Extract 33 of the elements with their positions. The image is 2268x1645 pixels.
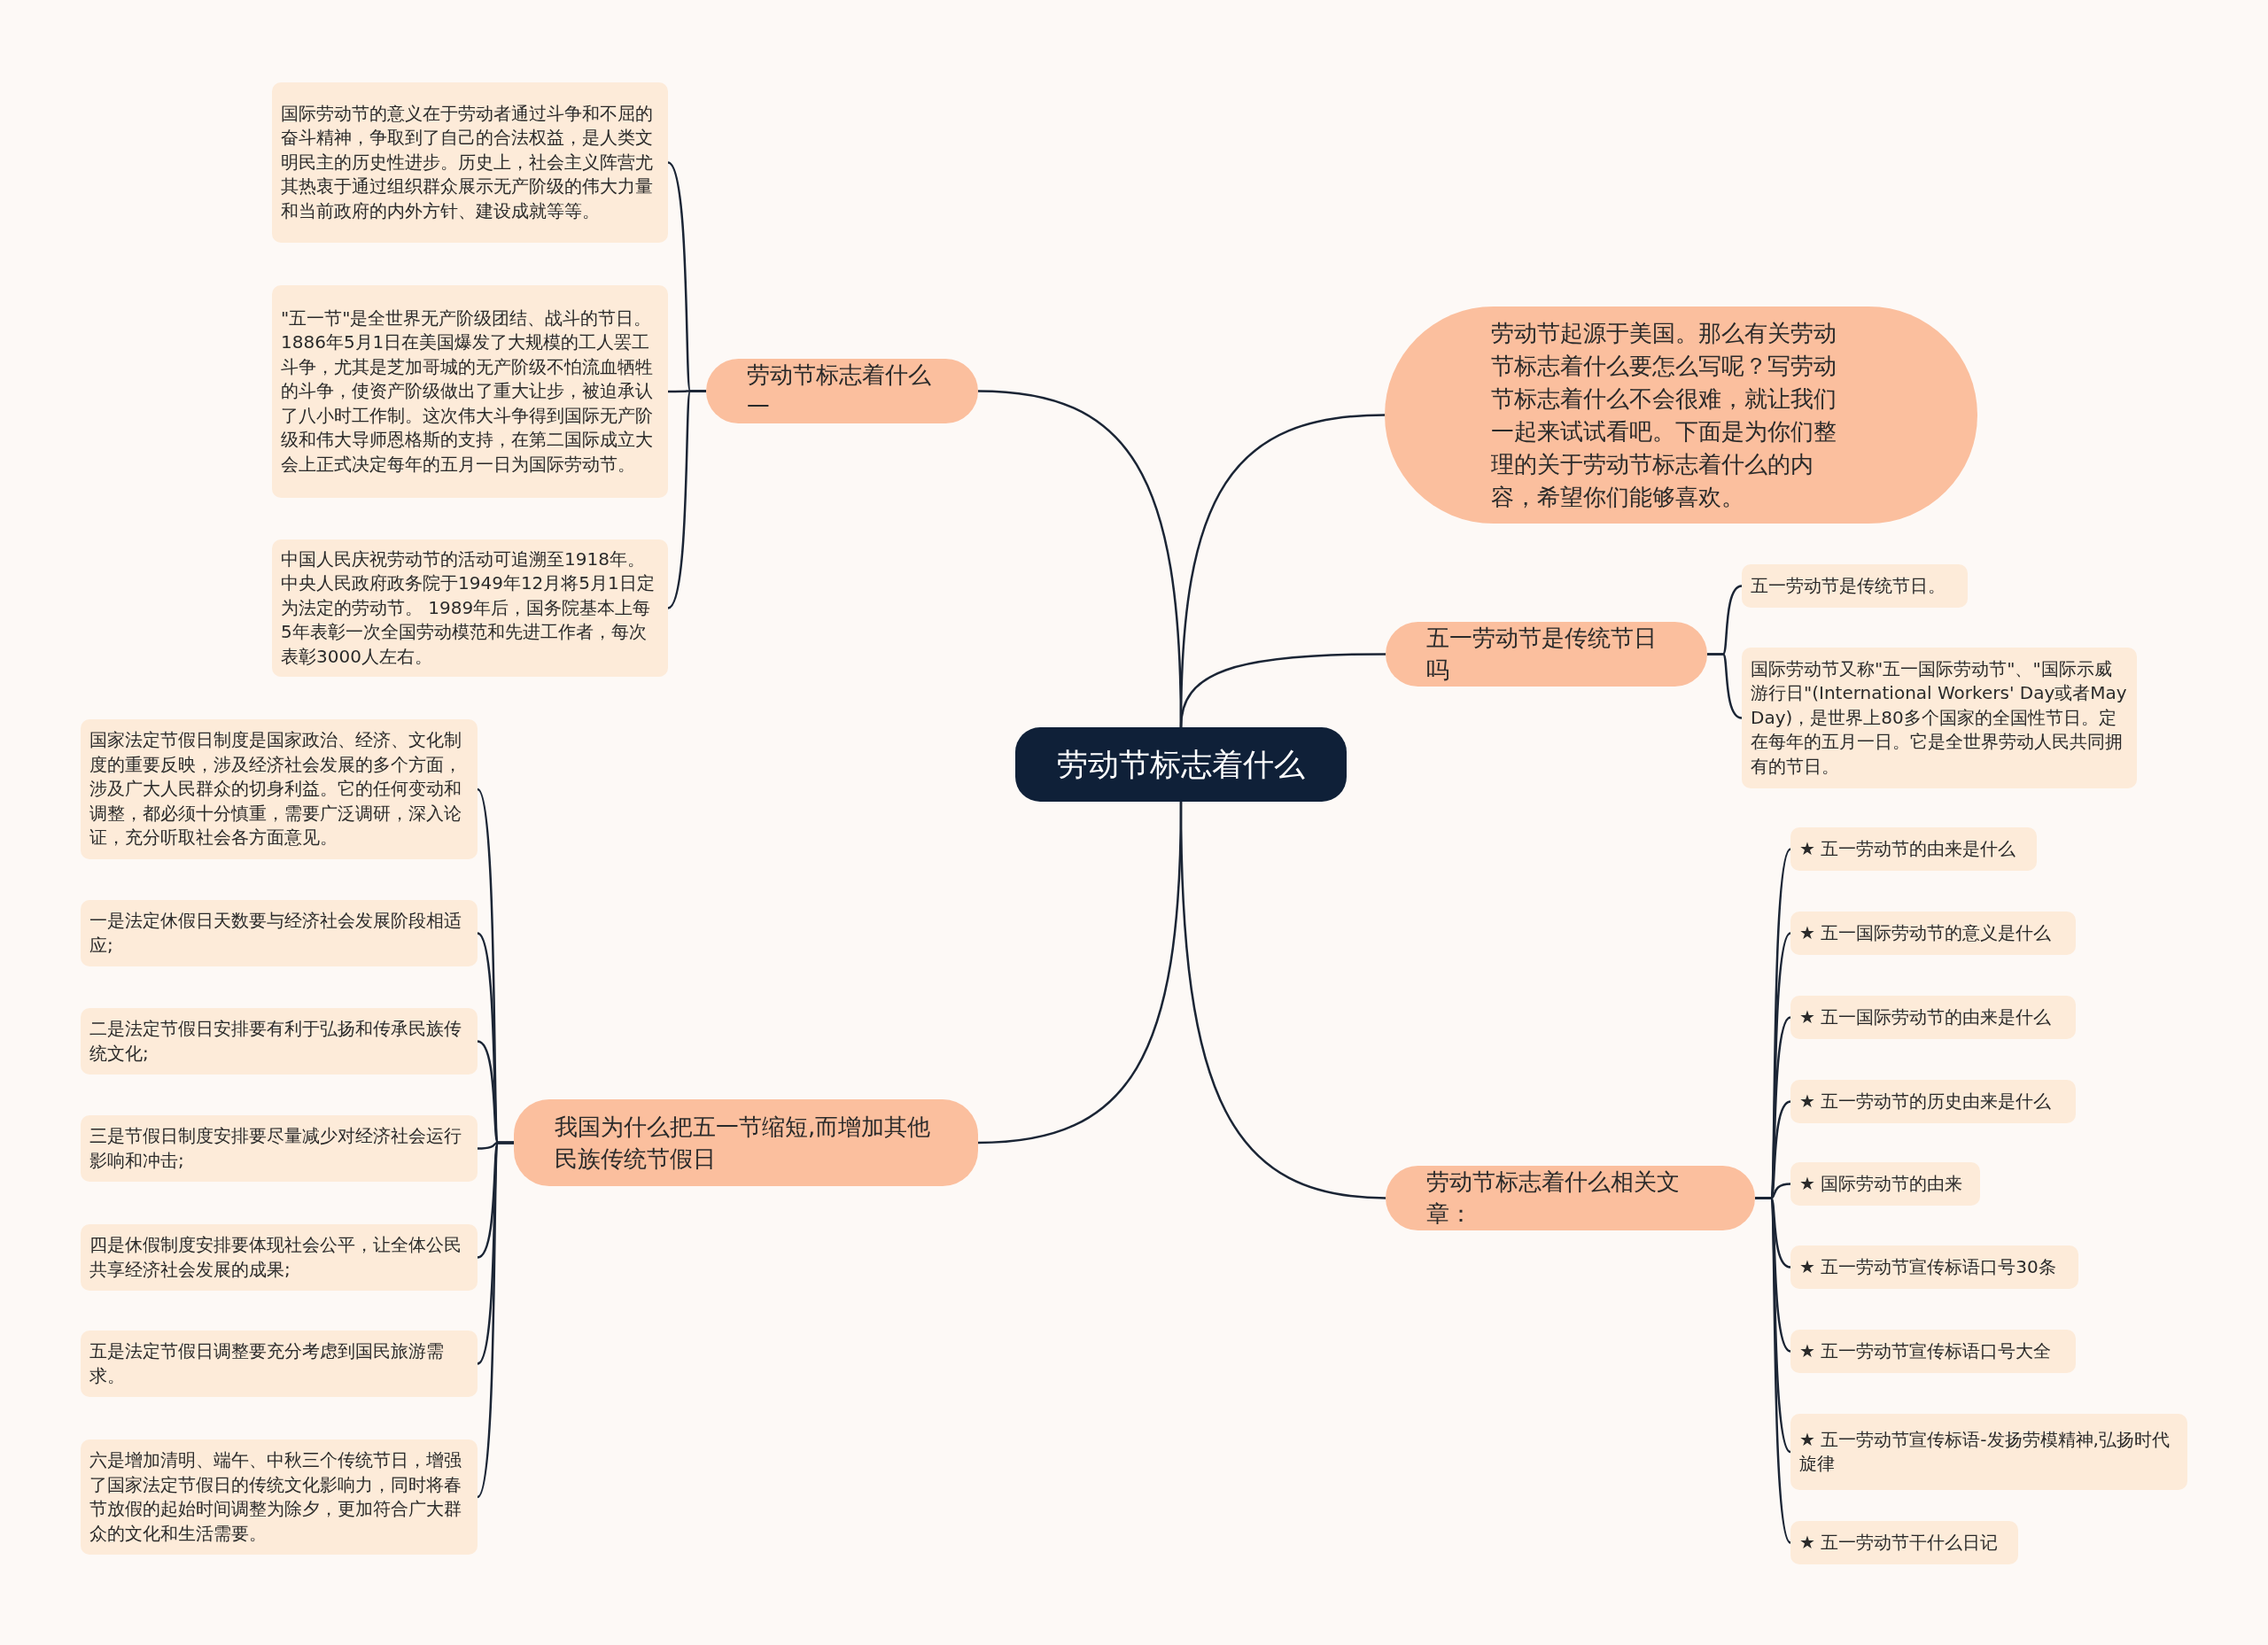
topic-pill: 劳动节标志着什么相关文章： — [1386, 1166, 1755, 1230]
connector-line — [977, 390, 1183, 728]
note-card: ★ 五一劳动节宣传标语口号大全 — [1790, 1330, 2076, 1373]
note-card: 六是增加清明、端午、中秋三个传统节日，增强了国家法定节假日的传统文化影响力，同时将春节放假的起始时间调整为除夕，更加符合广大群众的文化和生活需要。 — [81, 1439, 478, 1555]
note-card: ★ 五一国际劳动节的意义是什么 — [1790, 912, 2076, 955]
note-card: ★ 五一国际劳动节的由来是什么 — [1790, 996, 2076, 1039]
note-card: ★ 五一劳动节宣传标语口号30条 — [1790, 1245, 2078, 1289]
note-card: ★ 国际劳动节的由来 — [1790, 1162, 1980, 1206]
topic-pill: 劳动节标志着什么一 — [706, 359, 978, 423]
note-card: 国际劳动节的意义在于劳动者通过斗争和不屈的奋斗精神，争取到了自己的合法权益，是人类文明民主的历史性进步。历史上，社会主义阵营尤其热衷于通过组织群众展示无产阶级的伟大力量和当前政府的内外方针、建设成就等等。 — [272, 82, 668, 243]
note-card: ★ 五一劳动节的由来是什么 — [1790, 827, 2037, 871]
connector-line — [1707, 653, 1743, 719]
connector-line — [1755, 1197, 1792, 1544]
connector-line — [667, 390, 706, 609]
note-card: 中国人民庆祝劳动节的活动可追溯至1918年。中央人民政府政务院于1949年12月将5月1日定为法定的劳动节。 1989年后，国务院基本上每5年表彰一次全国劳动模范和先进工作者，每次表彰3000人左右。 — [272, 539, 668, 677]
note-card: 国家法定节假日制度是国家政治、经济、文化制度的重要反映，涉及经济社会发展的多个方面，涉及广大人民群众的切身利益。它的任何变动和调整，都必须十分慎重，需要广泛调研，深入论证，充分听取社会各方面意见。 — [81, 719, 478, 859]
note-card: 国际劳动节又称"五一国际劳动节"、"国际示威游行日"(International Workers' Day或者May Day)，是世界上80多个国家的全国性节日。定在每年的五月一日。它是全世界劳动人民共同拥有的节日。 — [1742, 648, 2137, 788]
note-card: 二是法定节假日安排要有利于弘扬和传承民族传统文化; — [81, 1008, 478, 1075]
central-topic: 劳动节标志着什么 — [1015, 727, 1347, 802]
note-card: 四是休假制度安排要体现社会公平，让全体公民共享经济社会发展的成果; — [81, 1224, 478, 1291]
note-card: 一是法定休假日天数要与经济社会发展阶段相适应; — [81, 900, 478, 966]
note-card: ★ 五一劳动节的历史由来是什么 — [1790, 1080, 2076, 1123]
note-card: "五一节"是全世界无产阶级团结、战斗的节日。1886年5月1日在美国爆发了大规模的工人罢工斗争，尤其是芝加哥城的无产阶级不怕流血牺牲的斗争，使资产阶级做出了重大让步，被迫承认了八小时工作制。这次伟大斗争得到国际无产阶级和伟大导师恩格斯的支持，在第二国际成立大会上正式决定每年的五月一日为国际劳动节。 — [272, 285, 668, 498]
note-card: 五一劳动节是传统节日。 — [1742, 564, 1968, 608]
connector-line — [977, 801, 1183, 1145]
topic-pill: 五一劳动节是传统节日吗 — [1386, 622, 1707, 687]
topic-pill: 我国为什么把五一节缩短,而增加其他民族传统节假日 — [514, 1099, 978, 1186]
note-card: 五是法定节假日调整要充分考虑到国民旅游需求。 — [81, 1331, 478, 1397]
note-card: ★ 五一劳动节宣传标语-发扬劳模精神,弘扬时代旋律 — [1790, 1414, 2187, 1490]
note-card: ★ 五一劳动节干什么日记 — [1790, 1521, 2018, 1564]
intro-pill: 劳动节起源于美国。那么有关劳动节标志着什么要怎么写呢？写劳动节标志着什么不会很难，就让我们一起来试试看吧。下面是为你们整理的关于劳动节标志着什么的内容，希望你们能够喜欢。 — [1385, 306, 1977, 524]
connector-line — [476, 1141, 514, 1498]
note-card: 三是节假日制度安排要尽量减少对经济社会运行影响和冲击; — [81, 1115, 478, 1182]
